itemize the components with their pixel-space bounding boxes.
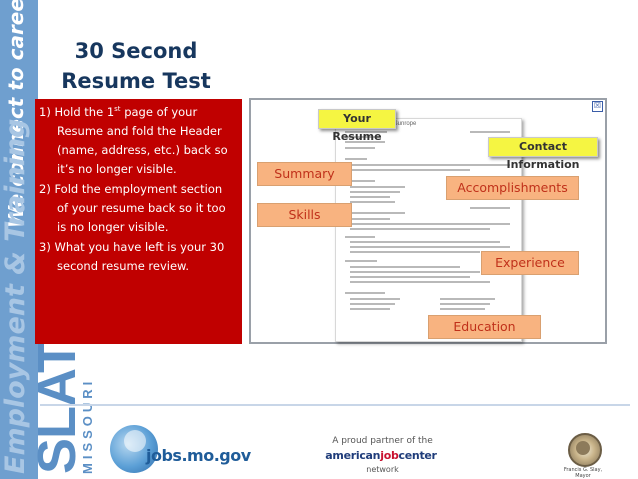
instructions-box: 1) Hold the 1st page of your Resume and …	[35, 99, 242, 344]
doc-line	[345, 147, 375, 149]
step-2: 2) Fold the employment section of your r…	[39, 182, 226, 234]
step-1: 1) Hold the 1st page of your Resume and …	[39, 105, 228, 176]
doc-line	[345, 212, 405, 214]
doc-line	[345, 260, 377, 262]
footer-divider	[40, 404, 630, 406]
doc-line	[350, 266, 460, 268]
seal-caption: Francis G. Slay, Mayor	[563, 467, 603, 479]
contact-info-callout: Contact Information	[488, 137, 598, 171]
experience-label: Experience	[481, 251, 579, 275]
doc-line	[440, 298, 495, 300]
american-job-center-logo: americanjobcenter	[325, 449, 437, 462]
doc-line	[350, 191, 400, 193]
doc-line	[440, 303, 490, 305]
doc-line	[350, 303, 395, 305]
doc-line	[345, 131, 387, 133]
brand-band: We connect to careers.	[0, 0, 38, 479]
doc-line	[470, 207, 510, 209]
partner-text: A proud partner of the	[332, 436, 433, 446]
doc-line	[345, 158, 367, 160]
doc-line	[345, 236, 375, 238]
doc-line	[350, 201, 395, 203]
accomplishments-label: Accomplishments	[446, 176, 579, 200]
network-text: network	[366, 465, 399, 474]
jobs-mo-gov-text: jobs.mo.gov	[146, 446, 251, 465]
your-resume-callout: Your Resume	[318, 109, 396, 143]
doc-line	[470, 131, 510, 133]
doc-line	[345, 136, 381, 138]
doc-line	[350, 308, 390, 310]
doc-line	[350, 298, 400, 300]
doc-line	[440, 308, 485, 310]
doc-line	[350, 186, 405, 188]
doc-line	[350, 246, 510, 248]
doc-line	[350, 223, 510, 225]
doc-line	[350, 241, 500, 243]
doc-line	[350, 271, 480, 273]
doc-line	[350, 251, 480, 253]
doc-line	[350, 276, 470, 278]
step-3: 3) What you have left is your 30 second …	[39, 240, 225, 273]
close-icon[interactable]: ☒	[592, 101, 603, 112]
doc-line	[350, 164, 510, 166]
doc-line	[345, 180, 375, 182]
doc-line	[350, 228, 490, 230]
doc-line	[350, 218, 390, 220]
education-label: Education	[428, 315, 541, 339]
title-line-2: Resume Test	[61, 69, 211, 93]
seal-center	[576, 441, 590, 455]
missouri-logo-text: MISSOURI	[80, 377, 95, 474]
doc-line	[350, 169, 470, 171]
doc-line	[345, 141, 385, 143]
skills-label: Skills	[257, 203, 352, 227]
page-title: 30 Second Resume Test	[46, 36, 226, 96]
summary-label: Summary	[257, 162, 352, 186]
title-line-1: 30 Second	[74, 39, 198, 63]
doc-line	[350, 196, 390, 198]
doc-line	[345, 292, 385, 294]
doc-line	[350, 281, 490, 283]
jobs-logo-highlight	[124, 430, 146, 452]
